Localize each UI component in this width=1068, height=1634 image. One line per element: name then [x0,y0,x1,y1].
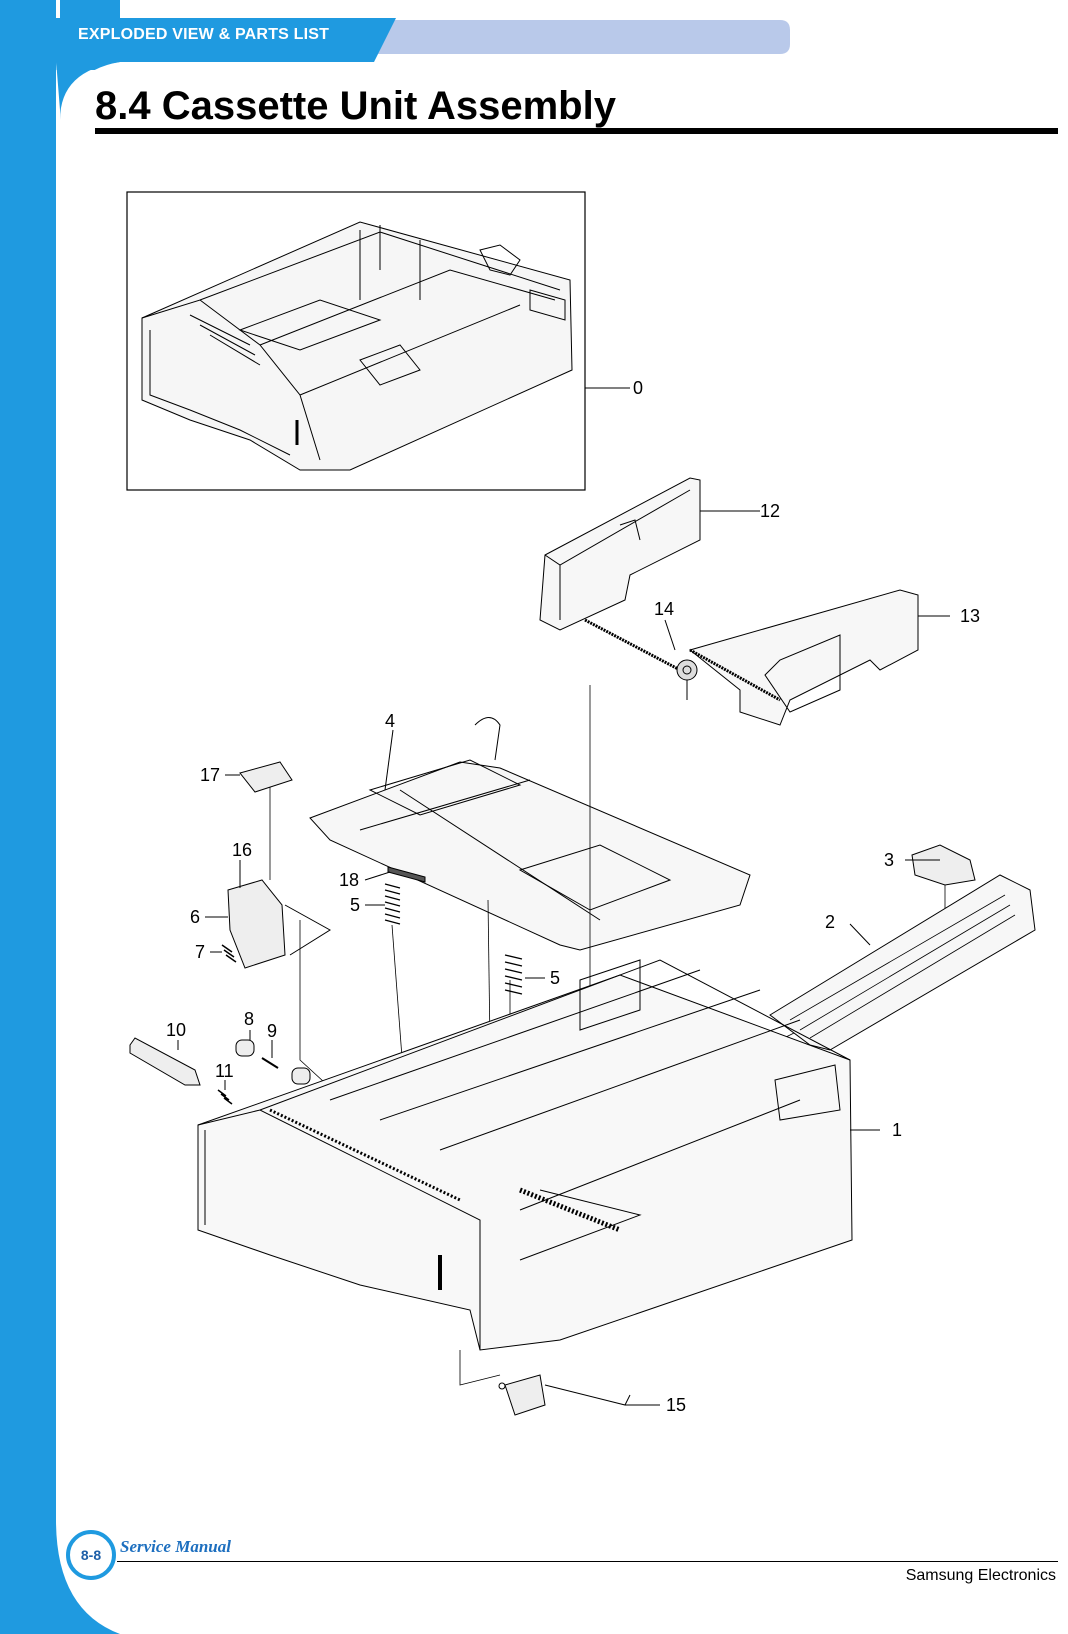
callout-1: 1 [892,1120,902,1140]
callout-5-lower: 5 [550,968,560,988]
company-name: Samsung Electronics [905,1567,1056,1584]
page-title: 8.4 Cassette Unit Assembly [95,84,616,128]
footer-rule [117,1561,1058,1562]
part-17-cover-drawing [239,761,293,793]
callout-18: 18 [339,870,359,890]
part-13-guide-drawing [688,589,919,726]
callout-13: 13 [960,606,980,626]
title-rule [95,128,1058,134]
part-7-spring-drawing [221,944,237,963]
complete-cassette-drawing [141,221,573,471]
section-header: EXPLODED VIEW & PARTS LIST [78,26,330,43]
callout-2: 2 [825,912,835,932]
callout-0: 0 [633,378,643,398]
callout-16: 16 [232,840,252,860]
part-18-pad-drawing [387,866,426,883]
callout-8: 8 [244,1009,254,1029]
part-10-shaft-drawing [129,1037,201,1086]
part-15-lever-drawing [498,1374,631,1416]
service-manual-label: Service Manual [120,1537,231,1556]
part-5-spring-b-drawing [504,954,523,995]
callout-6: 6 [190,907,200,927]
part-14-gear-drawing [676,659,698,681]
part-2-extension-drawing [769,874,1036,1051]
part-16-holder-drawing [227,879,331,969]
callout-9: 9 [267,1021,277,1041]
part-12-guide-drawing [539,477,701,672]
callout-10: 10 [166,1020,186,1040]
callout-3: 3 [884,850,894,870]
part-8-roller-b-drawing [291,1067,311,1085]
callout-7: 7 [195,942,205,962]
header-tab-shape [56,18,790,70]
callout-5-upper: 5 [350,895,360,915]
part-1-cassette-frame-drawing [197,959,853,1351]
part-5-spring-a-drawing [384,883,401,925]
part-3-stopper-drawing [911,844,976,886]
callout-17: 17 [200,765,220,785]
callout-14: 14 [654,599,674,619]
callout-12: 12 [760,501,780,521]
part-4-plate-drawing [309,717,751,951]
callout-15: 15 [666,1395,686,1415]
callout-11: 11 [215,1061,234,1081]
part-8-roller-a-drawing [235,1039,255,1057]
callout-4: 4 [385,711,395,731]
page-number-badge: 8-8 [66,1530,116,1580]
part-11-spring-drawing [217,1089,233,1105]
